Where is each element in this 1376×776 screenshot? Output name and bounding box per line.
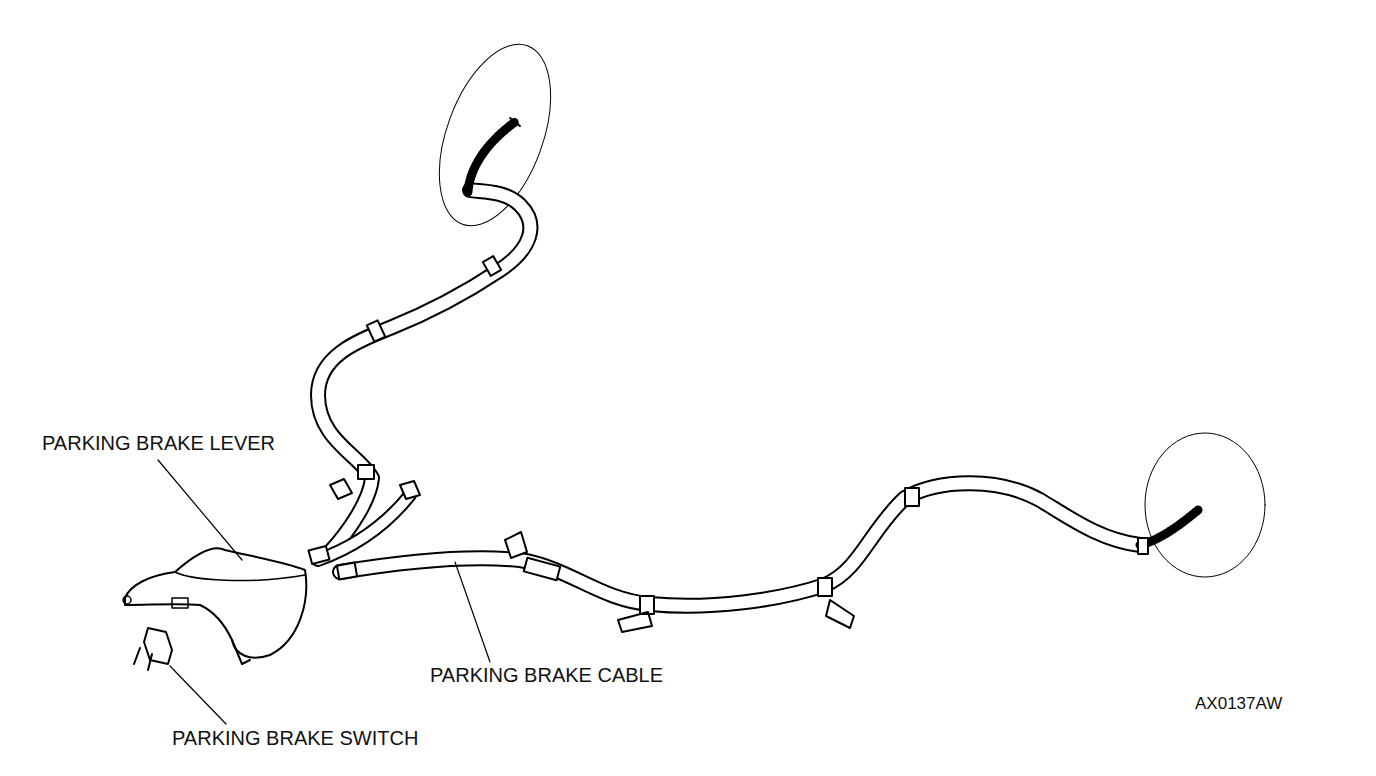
leader-line xyxy=(455,562,490,662)
cable-inner xyxy=(318,190,530,552)
lever-button xyxy=(123,596,131,604)
part-label: PARKING BRAKE CABLE xyxy=(428,664,665,686)
brake-switch xyxy=(144,628,172,664)
leader-line xyxy=(170,666,226,724)
cable-outer xyxy=(318,495,410,560)
cable-outer xyxy=(318,190,530,552)
cable-end-tip xyxy=(510,118,520,126)
cable-inner xyxy=(318,495,410,560)
part-label: PARKING BRAKE SWITCH xyxy=(170,727,420,749)
lever-mount xyxy=(172,598,188,608)
lever-detail xyxy=(175,572,305,581)
switch-terminals xyxy=(134,648,152,670)
detail-ellipse xyxy=(417,29,572,240)
cable-inner xyxy=(340,483,1140,606)
lever-bracket xyxy=(232,640,250,664)
figure-code: AX0137AW xyxy=(1193,695,1284,714)
cable-clamps xyxy=(308,256,1148,632)
cable-end xyxy=(468,122,515,192)
cable-outer xyxy=(340,483,1140,606)
leader-line xyxy=(158,460,242,560)
part-label: PARKING BRAKE LEVER xyxy=(40,432,277,454)
detail-ellipse xyxy=(1145,433,1265,577)
